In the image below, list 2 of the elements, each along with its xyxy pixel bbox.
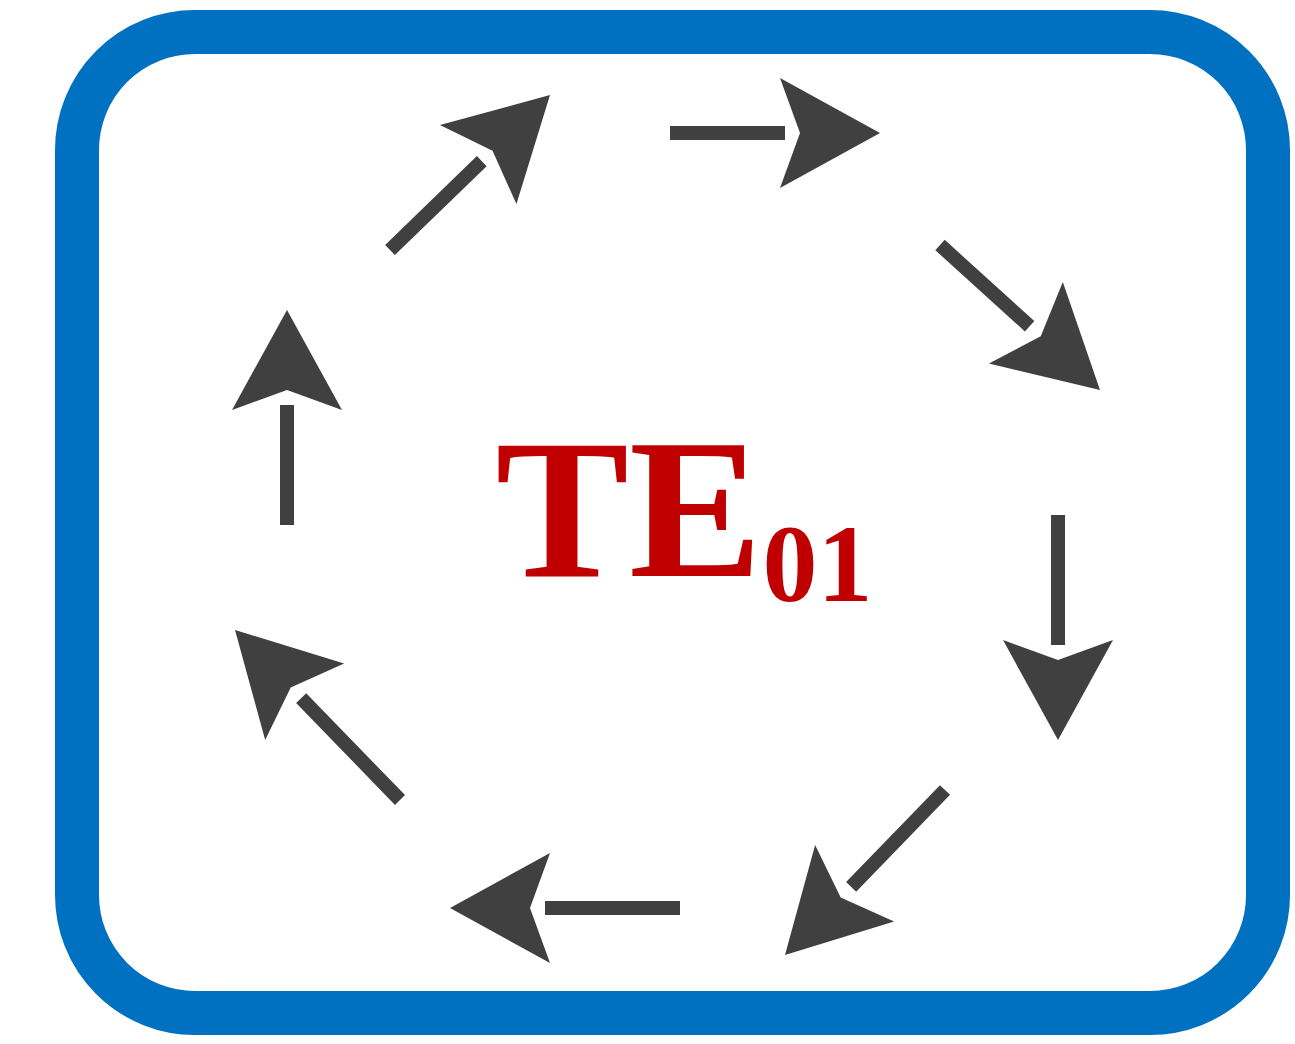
mode-label: TE$_{01}$: [495, 409, 873, 619]
rounded-frame: [55, 10, 1290, 1035]
